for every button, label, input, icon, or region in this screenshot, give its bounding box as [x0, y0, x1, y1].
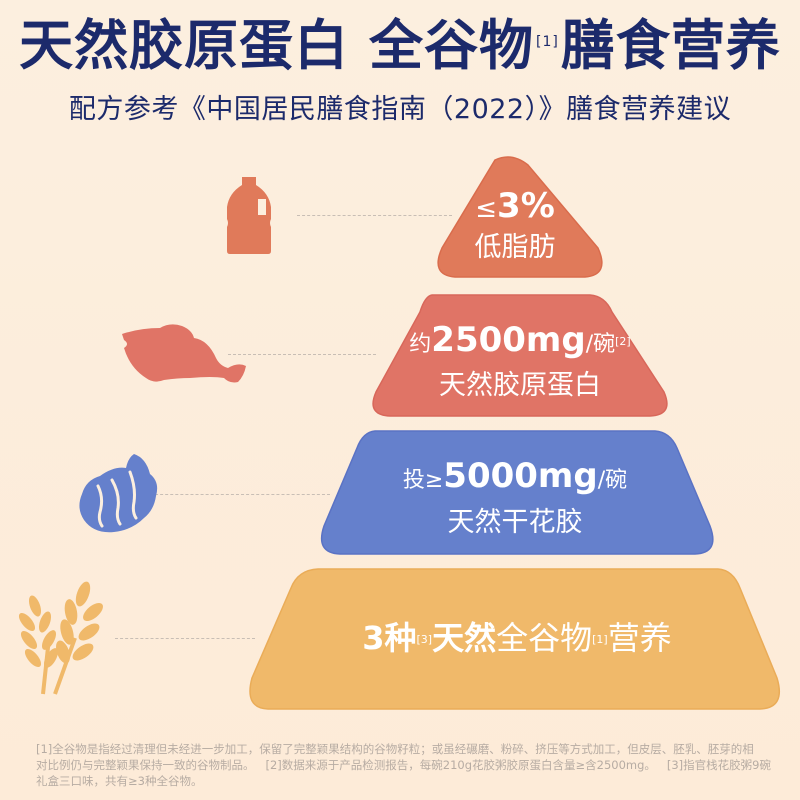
- tier-3-unit: /碗: [597, 468, 628, 493]
- tier-2-footnote-ref: [2]: [615, 335, 631, 348]
- tier-3-desc: 天然干花胶: [447, 507, 583, 538]
- tier-4-footnote-ref-1: [1]: [592, 633, 608, 646]
- tier-1-prefix: ≤: [475, 194, 498, 224]
- footnote-line-3: 礼盒三口味，共有≥3种全谷物。: [36, 774, 203, 788]
- oil-bottle-icon: [227, 177, 271, 254]
- tier-2-prefix: 约: [409, 332, 432, 357]
- title-part-2: 膳食营养: [560, 14, 781, 77]
- tier-4-count: 3种: [362, 619, 417, 657]
- tier-4-footnote-ref-3: [3]: [416, 633, 433, 646]
- footnote-line-1: [1]全谷物是指经过清理但未经进一步加工，保留了完整颖果结构的谷物籽粒；或虽经碾…: [36, 742, 754, 756]
- tier-3-value: 5000mg: [443, 456, 598, 496]
- tier-4-nutrition: 营养: [607, 619, 672, 657]
- tier-2-desc: 天然胶原蛋白: [439, 370, 601, 401]
- flower-gum-icon: [79, 454, 158, 533]
- connector-line-1: [297, 215, 452, 216]
- tier-4-grains: 全谷物: [496, 619, 593, 657]
- tier-1-desc: 低脂肪: [474, 232, 556, 263]
- tier-3-label: 投≥5000mg/碗 天然干花胶: [330, 455, 700, 543]
- tier-1-label: ≤3% 低脂肪: [440, 188, 590, 266]
- title-footnote-ref: [1]: [535, 34, 559, 50]
- tier-4-label: 3种[3]天然全谷物[1]营养: [262, 616, 772, 666]
- title-part-1: 天然胶原蛋白 全谷物: [19, 14, 534, 77]
- connector-line-2: [228, 354, 376, 355]
- page-title: 天然胶原蛋白 全谷物[1]膳食营养: [0, 14, 800, 78]
- connector-line-3: [150, 494, 330, 495]
- footnote: [1]全谷物是指经过清理但未经进一步加工，保留了完整颖果结构的谷物籽粒；或虽经碾…: [36, 741, 776, 789]
- tier-2-value: 2500mg: [431, 320, 586, 360]
- tier-1-value: 3%: [497, 186, 555, 226]
- wheat-icon: [18, 581, 103, 695]
- tier-2-shape: [372, 294, 668, 417]
- page-subtitle: 配方参考《中国居民膳食指南（2022）》膳食营养建议: [68, 94, 732, 125]
- fish-icon: [122, 324, 246, 383]
- tier-2-label: 约2500mg/碗[2] 天然胶原蛋白: [380, 320, 660, 406]
- tier-4-natural: 天然: [432, 619, 497, 657]
- footnote-line-2: 对比例仍与完整颖果保持一致的谷物制品。 [2]数据来源于产品检测报告，每碗210…: [36, 758, 771, 772]
- tier-2-unit: /碗: [585, 332, 616, 357]
- tier-1-shape: [437, 156, 603, 278]
- tier-3-prefix: 投≥: [402, 468, 444, 493]
- connector-line-4: [115, 638, 255, 639]
- tier-4-shape: [249, 568, 781, 710]
- tier-3-shape: [320, 430, 714, 555]
